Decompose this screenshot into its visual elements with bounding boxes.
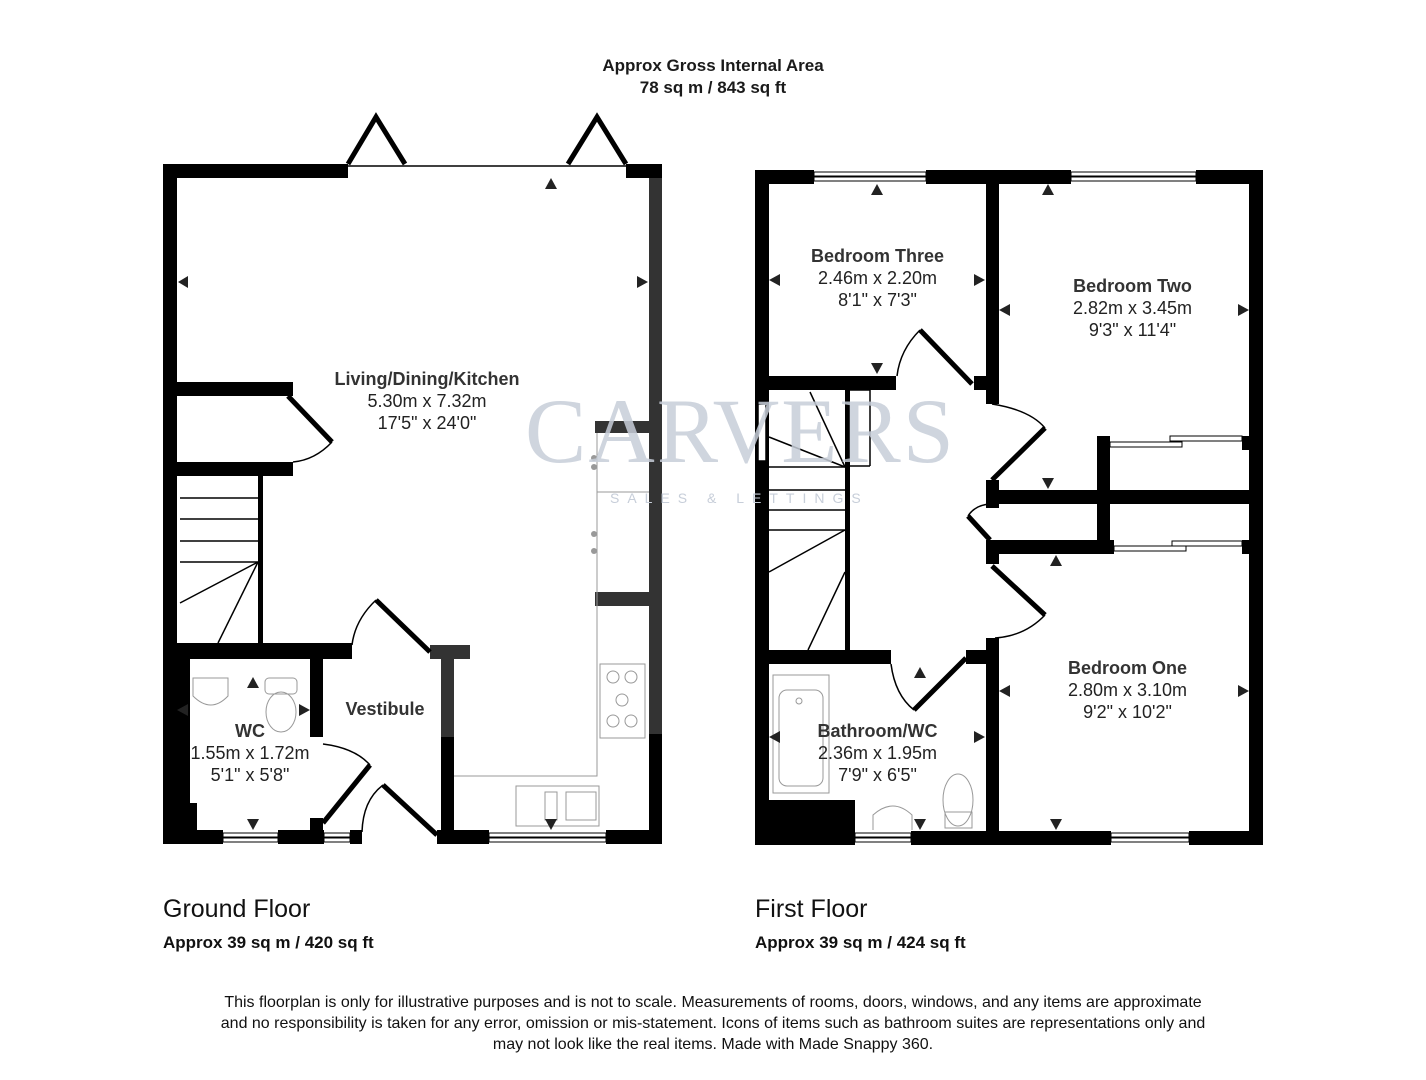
room-name: Vestibule [345, 699, 425, 719]
room-wc: WC 1.55m x 1.72m 5'1" x 5'8" [165, 720, 335, 786]
disclaimer: This floorplan is only for illustrative … [140, 992, 1286, 1055]
room-metric: 2.36m x 1.95m [817, 743, 938, 763]
room-bedroom-three: Bedroom Three 2.46m x 2.20m 8'1" x 7'3" [780, 245, 975, 311]
room-bedroom-one: Bedroom One 2.80m x 3.10m 9'2" x 10'2" [1025, 657, 1230, 723]
room-bathroom-wc: Bathroom/WC 2.36m x 1.95m 7'9" x 6'5" [790, 720, 965, 786]
room-name: Bathroom/WC [817, 721, 938, 741]
room-imperial: 9'3" x 11'4" [1088, 320, 1177, 340]
ground-floor-title: Ground Floor [163, 895, 311, 923]
room-metric: 1.55m x 1.72m [190, 743, 310, 763]
room-imperial: 7'9" x 6'5" [838, 765, 917, 785]
ground-floor-area: Approx 39 sq m / 420 sq ft [163, 933, 374, 952]
gross-area-title: Approx Gross Internal Area [602, 56, 824, 75]
room-name: Bedroom One [1067, 658, 1187, 678]
room-living-dining-kitchen: Living/Dining/Kitchen 5.30m x 7.32m 17'5… [300, 368, 554, 434]
disclaimer-line: This floorplan is only for illustrative … [224, 994, 1202, 1011]
room-vestibule: Vestibule [330, 698, 440, 720]
room-name: Bedroom Two [1073, 276, 1192, 296]
disclaimer-line: may not look like the real items. Made w… [492, 1036, 934, 1053]
gross-area-value: 78 sq m / 843 sq ft [639, 78, 787, 97]
room-imperial: 5'1" x 5'8" [210, 765, 290, 785]
ground-floor-plan [163, 112, 662, 844]
room-name: Bedroom Three [810, 246, 945, 266]
room-imperial: 9'2" x 10'2" [1083, 702, 1172, 722]
carvers-watermark-logo: CARVERS [525, 380, 956, 482]
room-name: Living/Dining/Kitchen [334, 369, 520, 389]
first-floor-area: Approx 39 sq m / 424 sq ft [755, 933, 966, 952]
room-imperial: 17'5" x 24'0" [377, 413, 477, 433]
room-imperial: 8'1" x 7'3" [838, 290, 917, 310]
carvers-watermark-tagline: SALES & LETTINGS [610, 490, 869, 506]
room-bedroom-two: Bedroom Two 2.82m x 3.45m 9'3" x 11'4" [1030, 275, 1235, 341]
disclaimer-line: and no responsibility is taken for any e… [220, 1015, 1206, 1032]
room-name: WC [235, 721, 265, 741]
first-floor-plan [755, 170, 1263, 845]
first-floor-title: First Floor [755, 895, 868, 923]
room-metric: 5.30m x 7.32m [367, 391, 487, 411]
room-metric: 2.80m x 3.10m [1067, 680, 1188, 700]
room-metric: 2.46m x 2.20m [817, 268, 938, 288]
room-metric: 2.82m x 3.45m [1072, 298, 1193, 318]
